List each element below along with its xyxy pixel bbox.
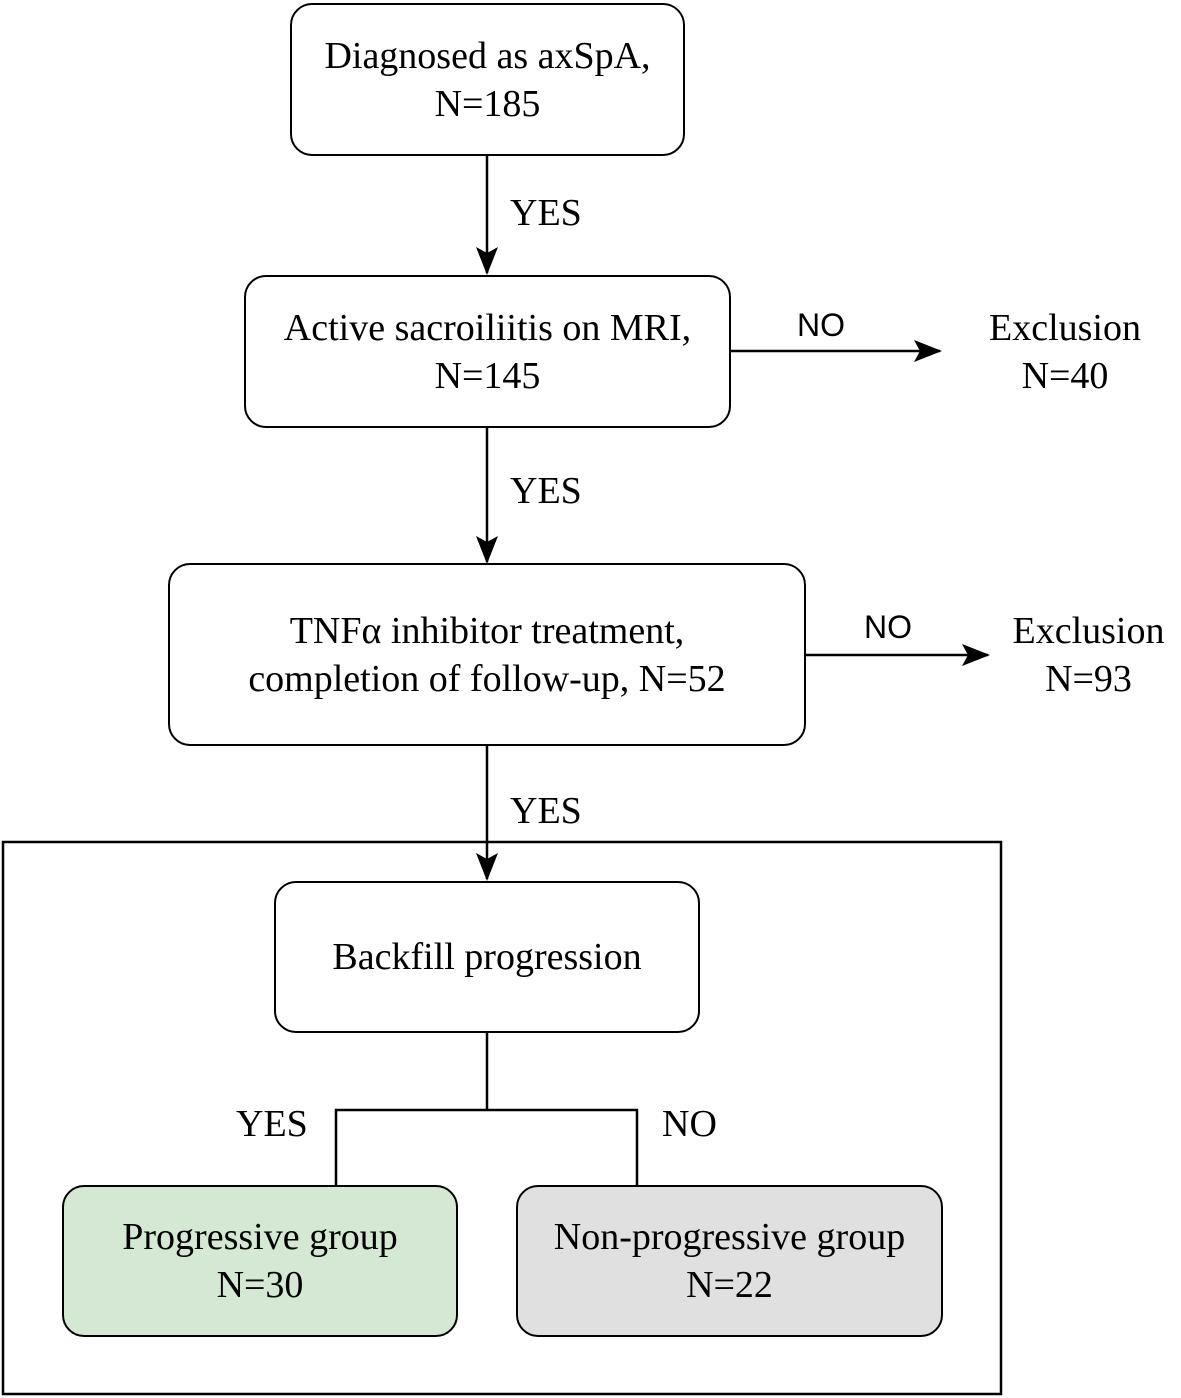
node-tnf-line-2: completion of follow-up, N=52 [248,657,726,700]
node-nonprogressive-line-2: N=22 [686,1264,773,1306]
edge-label-no-right: NO [662,1103,717,1145]
edge-label-yes-left: YES [236,1103,308,1145]
exclusion-2-line-2: N=93 [1045,658,1132,700]
node-diagnosed: Diagnosed as axSpA, N=185 [290,3,685,156]
exclusion-1-line-1: Exclusion [989,307,1141,349]
exclusion-2: Exclusion N=93 [996,607,1181,703]
edge-label-no-2: NO [864,609,912,645]
node-diagnosed-line-2: N=185 [434,82,541,125]
node-sacroiliitis: Active sacroiliitis on MRI, N=145 [244,275,731,428]
node-progressive-line-1: Progressive group [122,1216,398,1258]
node-progressive: Progressive group N=30 [62,1185,458,1337]
edge-label-no-1: NO [797,307,845,343]
connector-split-left [334,1108,487,1185]
edge-label-yes-1: YES [510,192,582,234]
node-progressive-line-2: N=30 [216,1264,304,1306]
connector-split-right [487,1108,639,1185]
group-frame [1,840,1003,1396]
exclusion-1-line-2: N=40 [1021,355,1109,397]
exclusion-1: Exclusion N=40 [965,304,1165,400]
node-sacroiliitis-line-1: Active sacroiliitis on MRI, [283,306,692,349]
node-backfill-line-1: Backfill progression [332,936,642,978]
node-nonprogressive: Non-progressive group N=22 [516,1185,943,1337]
node-sacroiliitis-line-2: N=145 [434,354,541,397]
exclusion-2-line-1: Exclusion [1012,610,1165,652]
node-tnf: TNFα inhibitor treatment, completion of … [168,563,806,746]
node-tnf-line-1: TNFα inhibitor treatment, [289,609,685,652]
edge-label-yes-2: YES [510,470,582,512]
node-nonprogressive-line-1: Non-progressive group [553,1216,906,1258]
edge-label-yes-3: YES [510,790,582,832]
node-diagnosed-line-1: Diagnosed as axSpA, [324,34,651,77]
node-backfill: Backfill progression [274,881,700,1033]
